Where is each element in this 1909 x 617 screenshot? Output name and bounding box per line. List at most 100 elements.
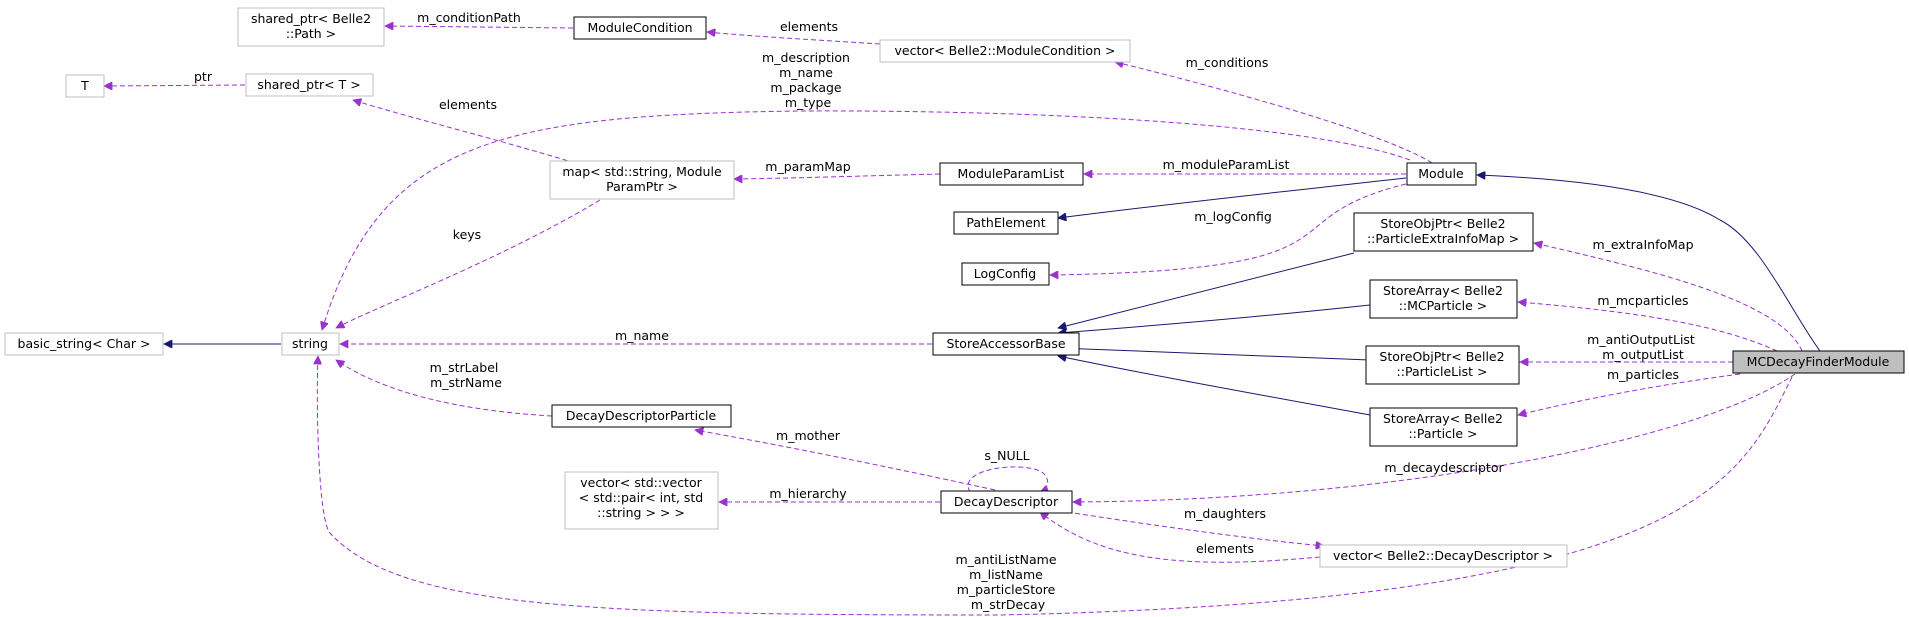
label-line: m_antiListName — [955, 552, 1056, 567]
label-elements-daughters: elements — [1196, 541, 1254, 556]
label-line: m_mother — [776, 428, 841, 443]
node-store-array-particle[interactable]: StoreArray< Belle2::Particle > — [1369, 407, 1518, 447]
svg-text:ModuleCondition: ModuleCondition — [587, 20, 692, 35]
label-m-decaydescriptor: m_decaydescriptor — [1384, 460, 1504, 475]
edge-module-vector-condition — [1115, 62, 1433, 164]
label-line: m_decaydescriptor — [1384, 460, 1504, 475]
svg-text:ModuleParamList: ModuleParamList — [958, 166, 1065, 181]
svg-text:string: string — [292, 336, 328, 351]
node-module[interactable]: Module — [1406, 162, 1477, 186]
label-line: m_particles — [1607, 367, 1679, 382]
node-store-obj-ptr-plist[interactable]: StoreObjPtr< Belle2::ParticleList > — [1365, 345, 1520, 385]
label-m-mcparticles: m_mcparticles — [1597, 293, 1688, 308]
node-vector-decay-descriptor[interactable]: vector< Belle2::DecayDescriptor > — [1319, 544, 1568, 568]
edge-finder-decaydescriptor — [1073, 373, 1796, 502]
node-module-condition[interactable]: ModuleCondition — [573, 16, 707, 40]
edge-finder-mcparticles — [1518, 302, 1778, 352]
node-store-accessor-base[interactable]: StoreAccessorBase — [932, 332, 1080, 356]
node-mc-decay-finder-module[interactable]: MCDecayFinderModule — [1732, 350, 1905, 374]
edge-finder-inherits-module — [1477, 175, 1821, 352]
node-line: ::Path > — [286, 26, 336, 41]
svg-text:Module: Module — [1418, 166, 1464, 181]
label-line: m_package — [770, 80, 842, 95]
edge-decaydescriptor-ddparticle — [695, 430, 996, 491]
node-line: vector< Belle2::ModuleCondition > — [895, 43, 1116, 58]
edge-module-logconfig — [1050, 183, 1407, 275]
label-line: s_NULL — [984, 448, 1029, 463]
edge-storearray-mc-inherits — [1058, 304, 1371, 333]
label-m-name-accessor: m_name — [615, 328, 669, 343]
label-line: m_daughters — [1184, 506, 1266, 521]
label-line: m_strLabel — [430, 360, 499, 375]
node-store-obj-ptr-extra[interactable]: StoreObjPtr< Belle2::ParticleExtraInfoMa… — [1353, 212, 1534, 252]
edge-map-sharedptr-T — [353, 100, 576, 164]
label-m-hierarchy: m_hierarchy — [769, 486, 847, 501]
node-line: LogConfig — [974, 266, 1036, 281]
edge-decaydescriptor-daughters-vector — [1066, 511, 1324, 546]
node-path-element[interactable]: PathElement — [953, 211, 1059, 235]
edges — [104, 26, 1821, 616]
node-vector-vector-pair[interactable]: vector< std::vector< std::pair< int, std… — [564, 471, 719, 530]
node-line: MCDecayFinderModule — [1747, 354, 1890, 369]
node-module-param-list[interactable]: ModuleParamList — [939, 162, 1084, 186]
svg-text:vector< Belle2::ModuleConditio: vector< Belle2::ModuleCondition > — [895, 43, 1116, 58]
svg-text:basic_string< Char >: basic_string< Char > — [18, 336, 151, 351]
node-line: shared_ptr< Belle2 — [251, 11, 371, 26]
label-line: m_type — [785, 95, 832, 110]
node-string[interactable]: string — [281, 332, 340, 356]
edge-storeobjptr-plist-inherits — [1058, 348, 1371, 361]
node-line: ::ParticleList > — [1397, 364, 1488, 379]
label-m-mother: m_mother — [776, 428, 841, 443]
label-line: m_strName — [430, 375, 502, 390]
edge-map-string-keys — [336, 199, 601, 329]
node-line: ::MCParticle > — [1399, 298, 1488, 313]
node-T[interactable]: T — [65, 74, 105, 98]
label-elements-map: elements — [439, 97, 497, 112]
label-ptr: ptr — [194, 69, 213, 84]
nodes: shared_ptr< Belle2::Path > ModuleConditi… — [4, 7, 1905, 568]
node-line: DecayDescriptorParticle — [566, 408, 717, 423]
node-line: StoreArray< Belle2 — [1383, 411, 1503, 426]
label-module-string-fields: m_description m_name m_package m_type — [762, 50, 854, 110]
edge-modulecondition-sharedptr-path — [385, 26, 574, 28]
node-line: StoreObjPtr< Belle2 — [1380, 216, 1505, 231]
svg-text:StoreArray< Belle2::Particle >: StoreArray< Belle2::Particle > — [1383, 411, 1503, 441]
svg-text:DecayDescriptorParticle: DecayDescriptorParticle — [566, 408, 717, 423]
edge-module-inherits-pathelement — [1058, 177, 1407, 218]
node-line: PathElement — [966, 215, 1045, 230]
svg-text:vector< std::vector< std::pair: vector< std::vector< std::pair< int, std… — [579, 475, 703, 520]
label-m-extrainfomap: m_extraInfoMap — [1592, 237, 1693, 252]
node-decay-descriptor[interactable]: DecayDescriptor — [940, 490, 1073, 514]
node-store-array-mc[interactable]: StoreArray< Belle2::MCParticle > — [1369, 279, 1518, 319]
svg-text:StoreAccessorBase: StoreAccessorBase — [946, 336, 1065, 351]
label-line: m_strDecay — [971, 597, 1046, 612]
label-line: m_particleStore — [957, 582, 1056, 597]
label-line: m_description — [762, 50, 850, 65]
svg-text:T: T — [80, 78, 89, 93]
svg-text:shared_ptr< Belle2::Path >: shared_ptr< Belle2::Path > — [251, 11, 371, 41]
node-line: string — [292, 336, 328, 351]
node-shared-ptr-path[interactable]: shared_ptr< Belle2::Path > — [237, 7, 385, 47]
node-line: Module — [1418, 166, 1464, 181]
edge-decaydescriptor-self-null — [967, 466, 1048, 492]
label-line: m_paramMap — [765, 159, 850, 174]
label-line: m_outputList — [1602, 347, 1684, 362]
edge-finder-extrainfomap — [1534, 243, 1803, 352]
node-shared-ptr-T[interactable]: shared_ptr< T > — [245, 73, 374, 97]
node-line: ::ParticleExtraInfoMap > — [1367, 231, 1519, 246]
label-m-particles: m_particles — [1607, 367, 1679, 382]
node-line: StoreAccessorBase — [946, 336, 1065, 351]
node-log-config[interactable]: LogConfig — [961, 262, 1050, 286]
edge-labels: m_conditionPath elements m_conditions pt… — [194, 10, 1695, 612]
label-line: m_antiOutputList — [1587, 332, 1695, 347]
node-basic-string[interactable]: basic_string< Char > — [4, 332, 164, 356]
node-decay-descriptor-particle[interactable]: DecayDescriptorParticle — [551, 404, 732, 428]
node-vector-module-condition[interactable]: vector< Belle2::ModuleCondition > — [879, 39, 1131, 63]
label-line: m_extraInfoMap — [1592, 237, 1693, 252]
label-m-conditions: m_conditions — [1186, 55, 1269, 70]
edge-sharedptr-T-T — [104, 85, 246, 86]
label-line: m_conditions — [1186, 55, 1269, 70]
node-line: vector< std::vector — [580, 475, 702, 490]
edge-vector-condition-modulecondition — [707, 32, 881, 45]
